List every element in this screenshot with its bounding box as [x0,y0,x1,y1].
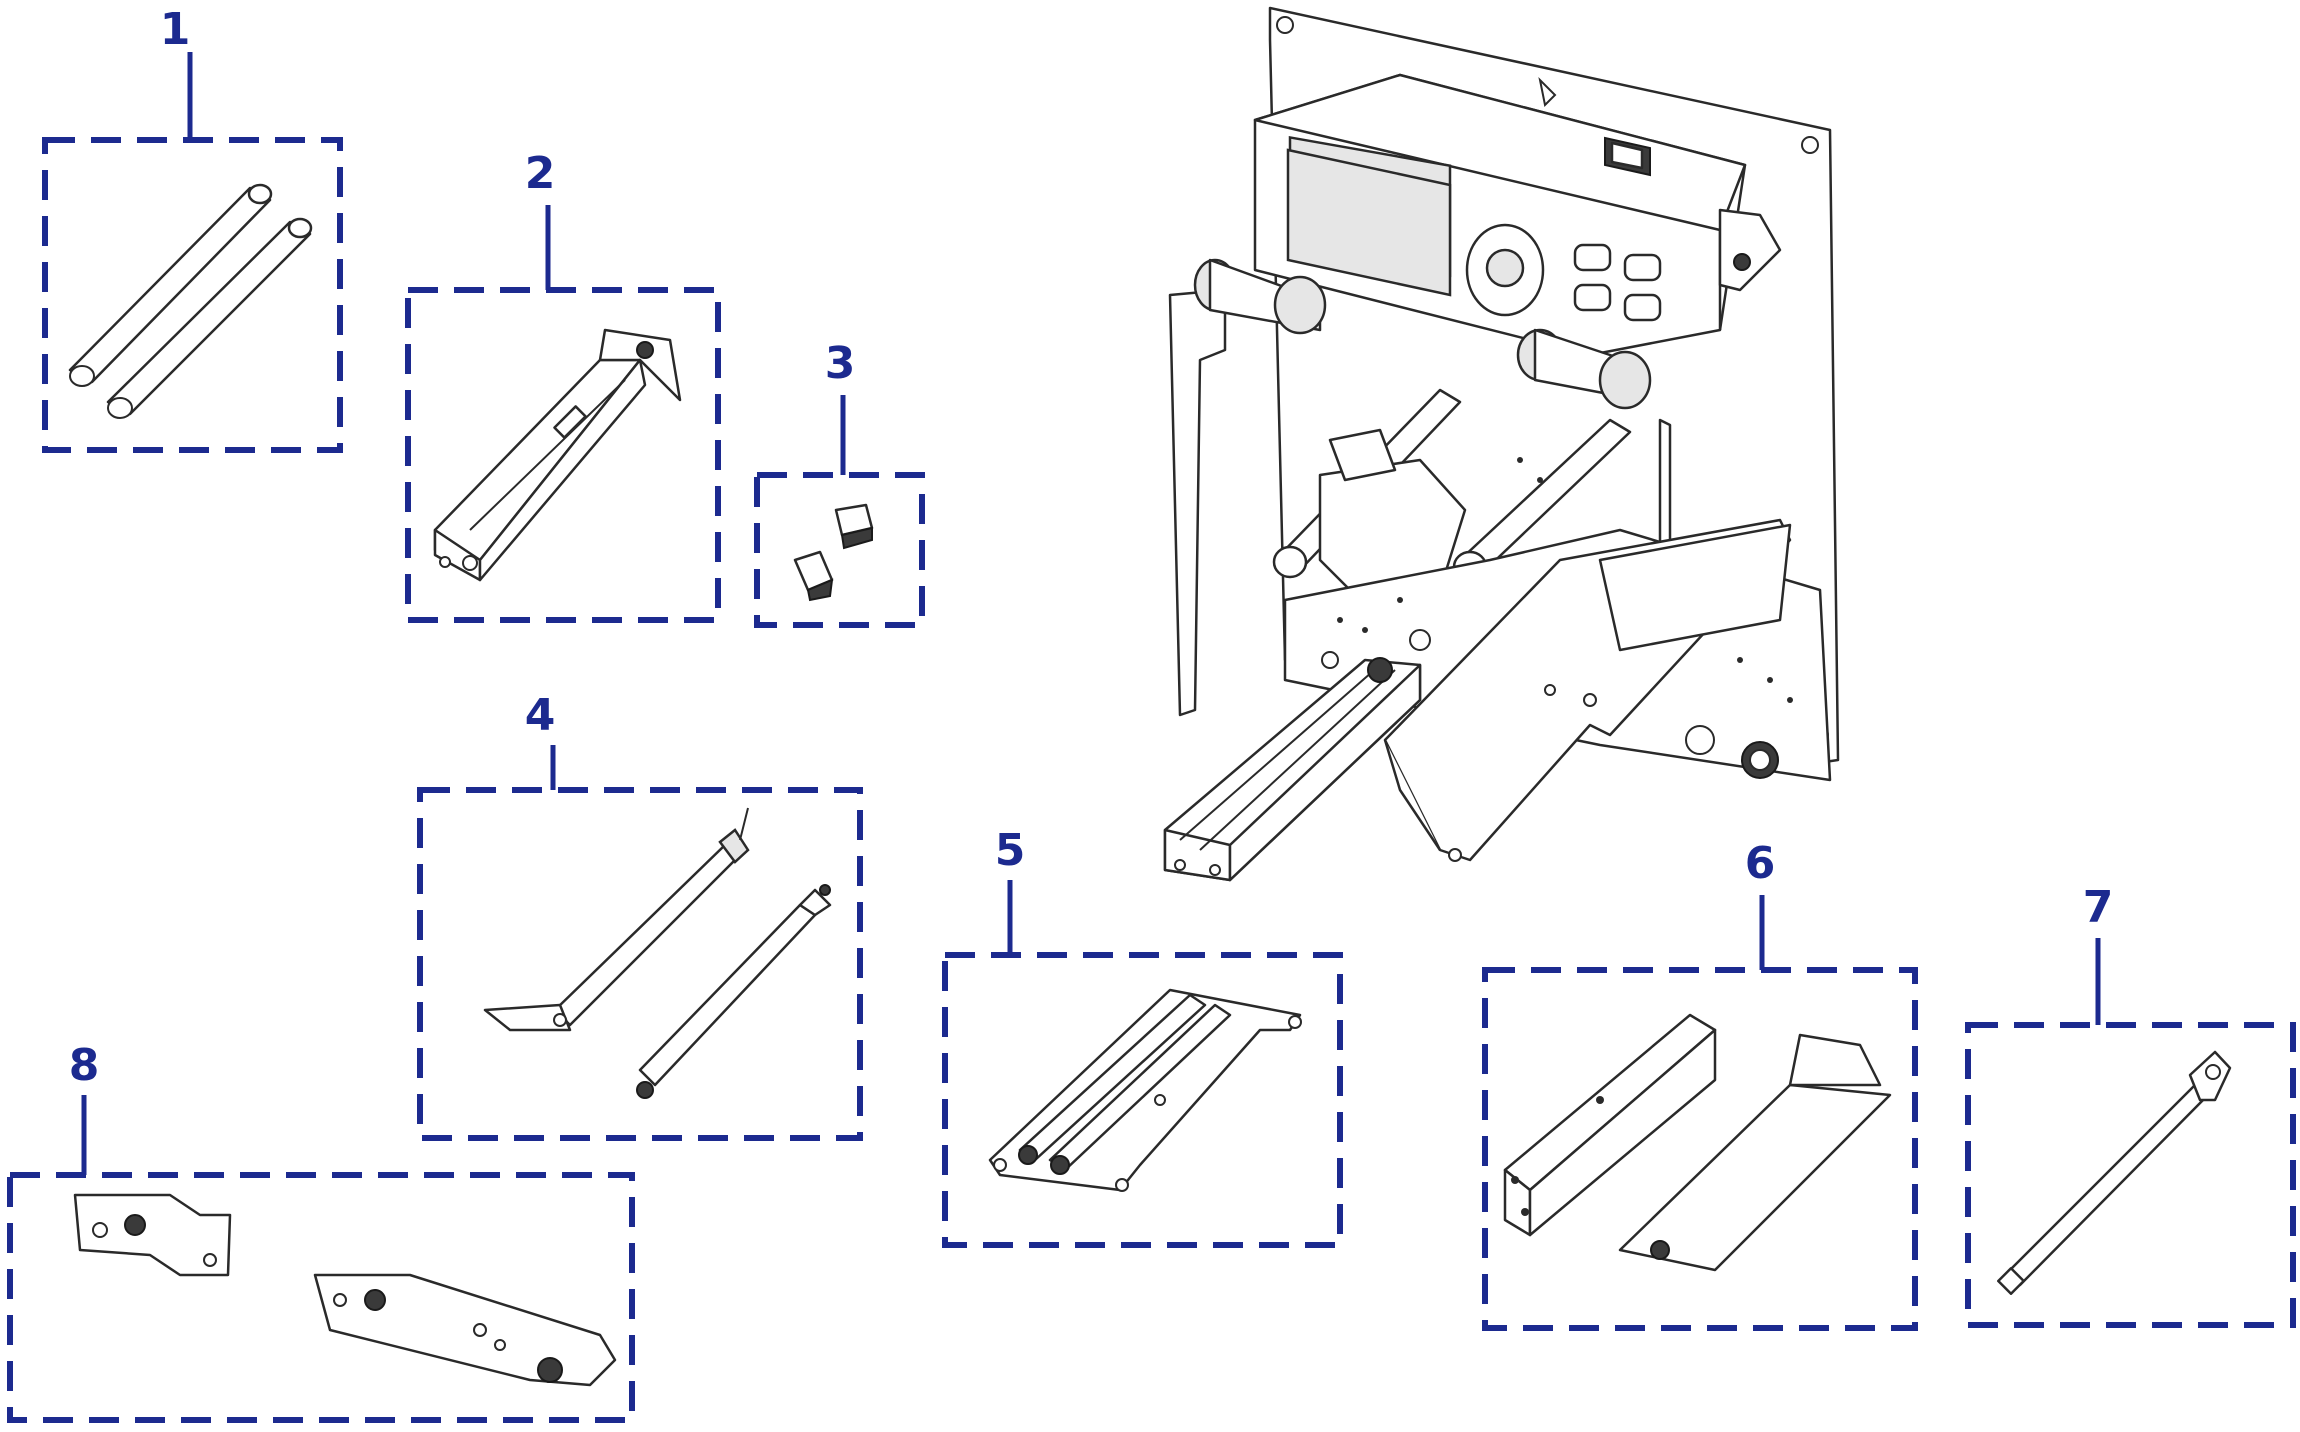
callout-group-3: 3 [754,338,925,628]
small-blocks [793,503,874,602]
callout-group-6: 6 [1482,838,1918,1331]
rod-assemblies [483,807,832,1099]
callout-box-5 [942,952,1343,1248]
callout-box-2 [405,287,721,623]
rail-pair [1503,1013,1892,1272]
callout-group-5: 5 [942,825,1343,1248]
callout-box-8 [7,1172,635,1423]
callout-box-3 [754,472,925,628]
callout-group-2: 2 [405,148,721,623]
bracket-assembly [433,328,682,582]
callout-label-5: 5 [995,825,1026,876]
side-plates [73,1193,617,1387]
callout-group-1: 1 [42,4,343,453]
single-rod [1997,1050,2232,1295]
rods-pair [68,183,313,419]
callout-group-8: 8 [7,1040,635,1423]
callout-box-6 [1482,967,1918,1331]
callout-label-4: 4 [525,690,556,741]
callout-box-7 [1965,1022,2296,1328]
printer-mechanism-main [1163,6,1840,882]
peel-plate-assembly [988,988,1302,1192]
callout-group-7: 7 [1965,882,2296,1328]
callout-label-3: 3 [825,338,856,389]
callout-box-1 [42,137,343,453]
callout-label-6: 6 [1745,838,1776,889]
callout-label-1: 1 [160,4,191,55]
callout-group-4: 4 [417,690,863,1141]
pinch-rollers [1193,258,1652,410]
callout-label-2: 2 [525,148,556,199]
callout-label-7: 7 [2083,882,2114,933]
callout-box-4 [417,787,863,1141]
callout-label-8: 8 [69,1040,100,1091]
